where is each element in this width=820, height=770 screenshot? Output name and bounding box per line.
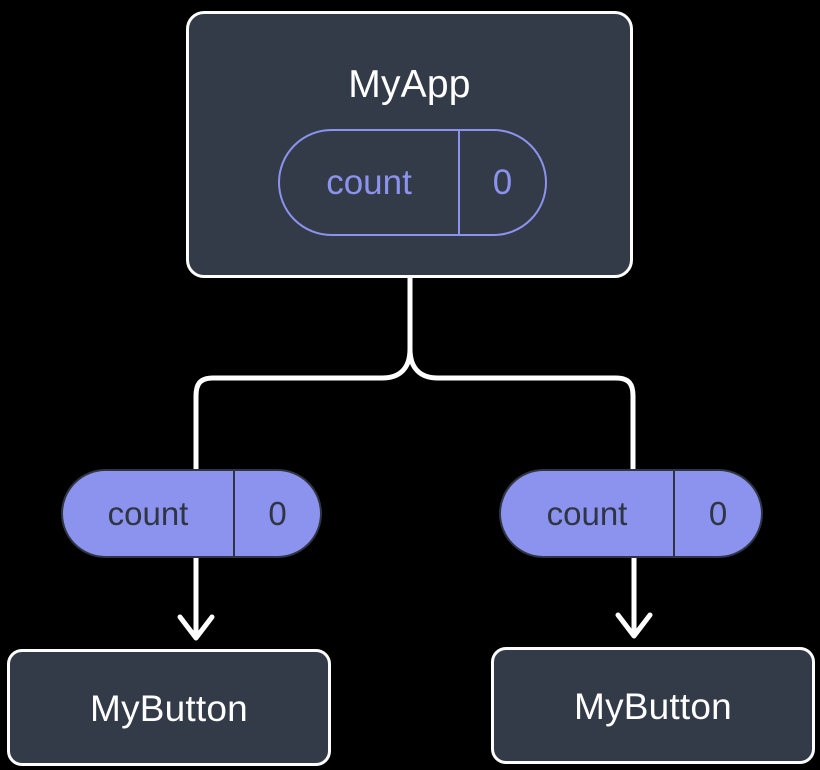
state-pill-left-value: 0 — [233, 471, 320, 556]
state-pill-left-key: count — [107, 495, 189, 532]
arrowhead-left — [177, 614, 215, 641]
arrowhead-right — [615, 612, 653, 639]
state-pill-right-value: 0 — [673, 471, 761, 556]
state-pill-root-value: 0 — [458, 131, 545, 234]
node-myapp[interactable]: MyApp count 0 — [186, 11, 633, 278]
node-myapp-title: MyApp — [348, 63, 471, 106]
node-mybutton-left-title: MyButton — [90, 688, 248, 729]
node-mybutton-right[interactable]: MyButton — [491, 647, 815, 764]
edge-split-to-left — [193, 346, 413, 472]
state-pill-root-key: count — [326, 163, 412, 202]
node-mybutton-right-title: MyButton — [574, 686, 732, 727]
state-pill-right[interactable]: count 0 — [499, 469, 763, 558]
state-pill-right-key: count — [546, 495, 628, 532]
edge-split-to-right — [407, 346, 636, 472]
node-mybutton-left[interactable]: MyButton — [7, 649, 331, 766]
state-pill-left[interactable]: count 0 — [61, 469, 322, 558]
state-pill-root[interactable]: count 0 — [278, 129, 547, 236]
